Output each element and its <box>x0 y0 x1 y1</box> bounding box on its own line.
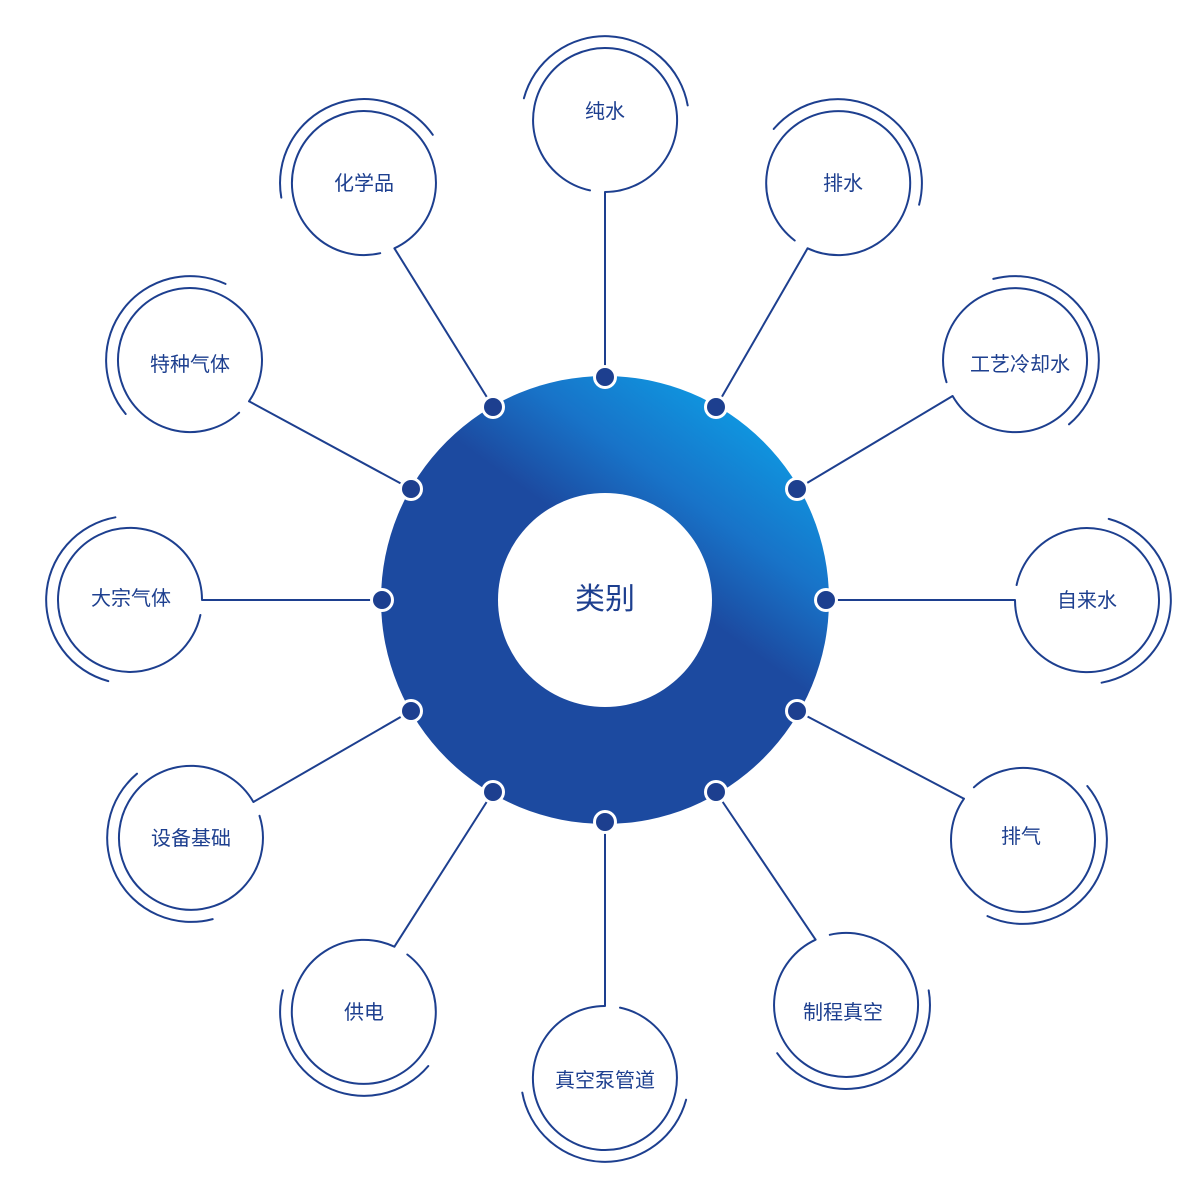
node-label-chemicals: 化学品 <box>334 171 394 195</box>
node-outer-arc-exhaust <box>986 785 1108 925</box>
node-bubble-process-cooling-water <box>942 287 1089 434</box>
connector-chemicals <box>393 247 494 408</box>
node-outer-arc-equipment-foundation <box>106 772 214 923</box>
connector-dot-process-cooling-water <box>788 480 806 498</box>
connector-process-cooling-water <box>796 395 954 490</box>
connector-dot-bulk-gas <box>373 591 391 609</box>
node-label-drainage: 排水 <box>823 171 863 195</box>
node-bubble-drainage <box>765 110 912 257</box>
center-label: 类别 <box>575 582 635 617</box>
node-bubble-power-supply <box>290 938 437 1085</box>
node-label-tap-water: 自来水 <box>1057 588 1117 612</box>
node-outer-arc-bulk-gas <box>45 516 117 683</box>
connector-dot-equipment-foundation <box>402 702 420 720</box>
node-outer-arc-drainage <box>772 98 923 206</box>
node-label-equipment-foundation: 设备基础 <box>151 826 231 850</box>
node-bubble-vacuum-pump-piping <box>531 1005 678 1151</box>
node-label-bulk-gas: 大宗气体 <box>91 586 171 610</box>
node-outer-arc-vacuum-pump-piping <box>521 1091 688 1163</box>
connector-specialty-gas <box>248 400 412 490</box>
connector-dot-pure-water <box>596 368 614 386</box>
node-bubble-pure-water <box>532 47 679 193</box>
connector-dots <box>370 365 838 834</box>
node-bubble-chemicals <box>290 110 437 257</box>
node-label-power-supply: 供电 <box>344 1000 384 1024</box>
node-label-process-cooling-water: 工艺冷却水 <box>970 352 1070 376</box>
node-bubble-process-vacuum <box>773 931 920 1078</box>
connector-equipment-foundation <box>252 710 412 803</box>
connector-dot-process-vacuum <box>707 783 725 801</box>
node-bubble-equipment-foundation <box>117 764 264 911</box>
node-bubbles <box>45 35 1172 1163</box>
connector-dot-power-supply <box>484 783 502 801</box>
connector-lines <box>202 192 1015 1006</box>
node-label-vacuum-pump-piping: 真空泵管道 <box>555 1068 655 1092</box>
node-bubble-bulk-gas <box>57 526 203 673</box>
node-outer-arc-tap-water <box>1100 517 1172 684</box>
node-outer-arc-power-supply <box>279 989 430 1097</box>
node-label-specialty-gas: 特种气体 <box>150 352 230 376</box>
connector-exhaust <box>796 710 965 800</box>
connector-drainage <box>715 247 809 408</box>
node-bubble-exhaust <box>950 766 1096 913</box>
node-bubble-tap-water <box>1014 527 1160 674</box>
node-label-exhaust: 排气 <box>1001 824 1041 848</box>
connector-dot-tap-water <box>817 591 835 609</box>
node-outer-arc-chemicals <box>279 98 434 199</box>
node-outer-arc-pure-water <box>522 35 689 107</box>
connector-dot-chemicals <box>484 398 502 416</box>
center-hole <box>498 493 712 707</box>
node-label-process-vacuum: 制程真空 <box>803 1000 883 1024</box>
node-bubble-specialty-gas <box>117 287 263 434</box>
connector-dot-vacuum-pump-piping <box>596 813 614 831</box>
connector-dot-exhaust <box>788 702 806 720</box>
connector-process-vacuum <box>715 791 817 941</box>
connector-power-supply <box>393 791 494 948</box>
node-outer-arc-process-cooling-water <box>992 275 1100 426</box>
node-outer-arc-process-vacuum <box>776 989 931 1090</box>
connector-dot-specialty-gas <box>402 480 420 498</box>
node-label-pure-water: 纯水 <box>585 99 625 123</box>
connector-dot-drainage <box>707 398 725 416</box>
node-outer-arc-specialty-gas <box>105 275 227 415</box>
